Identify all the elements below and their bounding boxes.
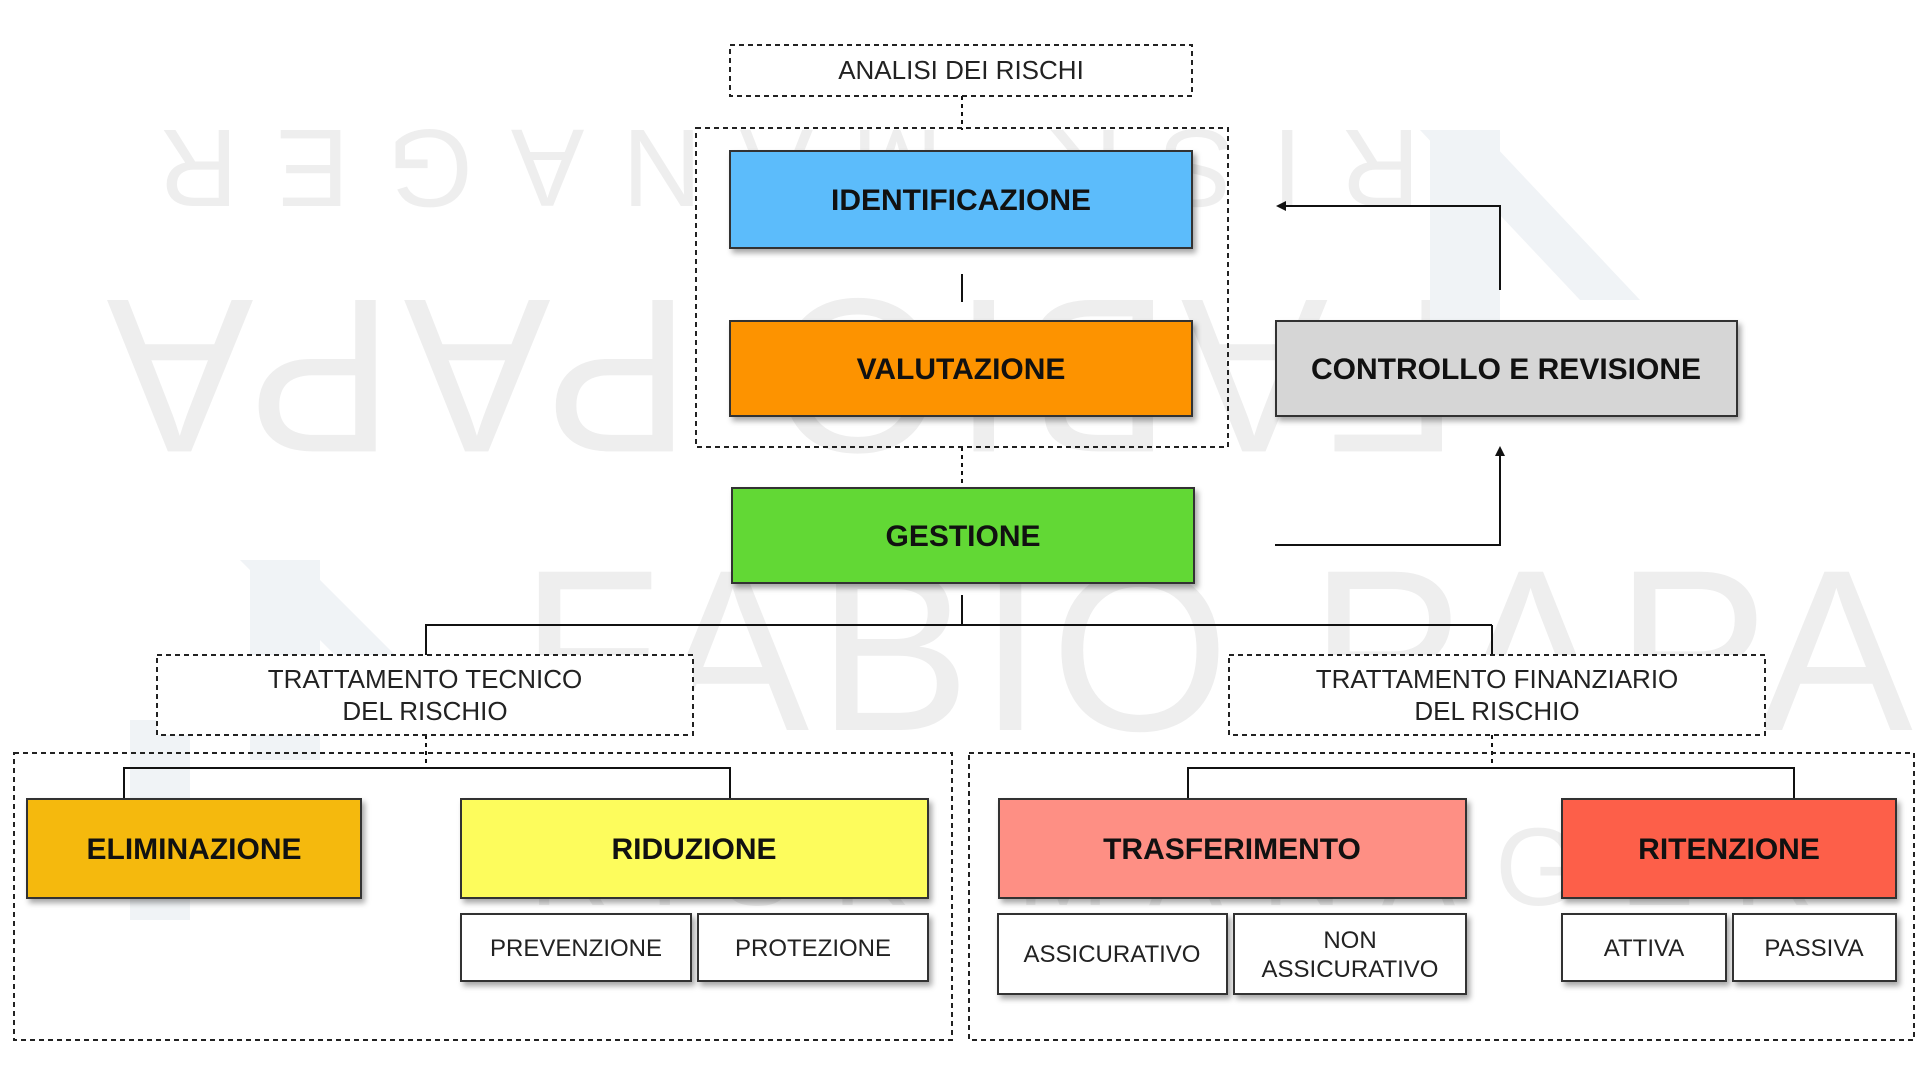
trasferimento-label: TRASFERIMENTO: [1103, 833, 1361, 866]
passiva-box: PASSIVA: [1732, 913, 1897, 982]
analisi-label-box: ANALISI DEI RISCHI: [729, 44, 1193, 97]
finanziario-frame: [968, 752, 1915, 1041]
arrow-controllo-to-identificazione: [1276, 201, 1501, 290]
finanziario-line1: TRATTAMENTO FINANZIARIO: [1316, 664, 1679, 694]
connectors: [123, 96, 1795, 798]
connector-tecnico-branch: [123, 767, 731, 798]
tecnico-line2: DEL RISCHIO: [342, 696, 507, 726]
non-assicurativo-line2: ASSICURATIVO: [1262, 956, 1439, 983]
connector-gestione-branch: [425, 595, 963, 655]
ritenzione-box: RITENZIONE: [1561, 798, 1897, 899]
attiva-label: ATTIVA: [1604, 935, 1684, 962]
analisi-label: ANALISI DEI RISCHI: [838, 55, 1084, 85]
tecnico-frame: [13, 752, 953, 1041]
ritenzione-label: RITENZIONE: [1638, 833, 1820, 866]
controllo-label: CONTROLLO E REVISIONE: [1311, 353, 1701, 386]
assicurativo-box: ASSICURATIVO: [997, 913, 1228, 995]
valutazione-box: VALUTAZIONE: [729, 320, 1193, 417]
attiva-box: ATTIVA: [1561, 913, 1727, 982]
arrow-gestione-to-controllo: [1275, 446, 1505, 546]
watermark-main-name: FABIO PAPA: [520, 522, 1920, 779]
identificazione-fill: [729, 150, 1193, 249]
eliminazione-label: ELIMINAZIONE: [87, 833, 302, 866]
finanziario-line2: DEL RISCHIO: [1414, 696, 1579, 726]
valutazione-fill: [729, 320, 1193, 417]
assicurativo-label: ASSICURATIVO: [1024, 941, 1201, 968]
ritenzione-fill: [1561, 798, 1897, 899]
prevenzione-label: PREVENZIONE: [490, 935, 662, 962]
analisi-frame: [695, 127, 1229, 448]
gestione-box: GESTIONE: [731, 487, 1195, 584]
identificazione-label: IDENTIFICAZIONE: [831, 184, 1091, 217]
protezione-label: PROTEZIONE: [735, 935, 891, 962]
eliminazione-box: ELIMINAZIONE: [26, 798, 362, 899]
trasferimento-fill: [998, 798, 1467, 899]
tecnico-line1: TRATTAMENTO TECNICO: [268, 664, 582, 694]
eliminazione-fill: [26, 798, 362, 899]
connector-finanziario-branch: [1187, 767, 1795, 798]
dashed-frames: [13, 127, 1915, 1041]
prevenzione-box: PREVENZIONE: [460, 913, 692, 982]
riduzione-fill: [460, 798, 929, 899]
identificazione-box: IDENTIFICAZIONE: [729, 150, 1193, 249]
valutazione-label: VALUTAZIONE: [857, 353, 1066, 386]
non-assicurativo-box: NON ASSICURATIVO: [1233, 913, 1467, 995]
riduzione-box: RIDUZIONE: [460, 798, 929, 899]
gestione-fill: [731, 487, 1195, 584]
finanziario-header: TRATTAMENTO FINANZIARIO DEL RISCHIO: [1228, 654, 1766, 736]
gestione-label: GESTIONE: [885, 520, 1040, 553]
trasferimento-box: TRASFERIMENTO: [998, 798, 1467, 899]
riduzione-label: RIDUZIONE: [612, 833, 777, 866]
non-assicurativo-line1: NON: [1323, 927, 1376, 954]
tecnico-header: TRATTAMENTO TECNICO DEL RISCHIO: [156, 654, 694, 736]
protezione-box: PROTEZIONE: [697, 913, 929, 982]
controllo-fill: [1275, 320, 1738, 417]
controllo-box: CONTROLLO E REVISIONE: [1275, 320, 1738, 417]
passiva-label: PASSIVA: [1764, 935, 1863, 962]
